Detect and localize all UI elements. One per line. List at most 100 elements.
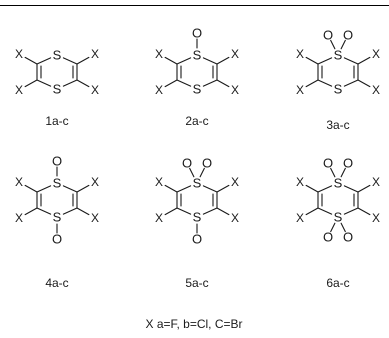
top-so-bond-right	[340, 39, 346, 50]
x-top-left-substituent: X	[15, 175, 23, 189]
sulfur-atom-bottom: S	[53, 82, 62, 97]
ring-bond-s4-c3	[176, 207, 192, 215]
x-top-left-substituent: X	[15, 47, 23, 61]
sulfur-atom-top: S	[193, 176, 202, 191]
x-top-right-substituent: X	[91, 175, 99, 189]
bottom-so-bond-left	[330, 222, 336, 233]
x-bottom-left-substituent: X	[15, 211, 23, 225]
top-oxygen-atom-right: O	[343, 28, 353, 43]
sulfur-atom-bottom: S	[334, 210, 343, 225]
top-so-bond-right	[340, 167, 346, 178]
x-bottom-right-bond	[216, 207, 230, 216]
x-bottom-right-substituent: X	[372, 211, 380, 225]
sulfur-atom-bottom: S	[193, 210, 202, 225]
x-top-right-bond	[76, 184, 90, 193]
ring-bond-s1-c6	[343, 185, 359, 193]
x-top-left-bond	[164, 56, 178, 65]
x-top-right-substituent: X	[372, 175, 380, 189]
x-bottom-right-substituent: X	[372, 83, 380, 97]
ring-bond-s1-c6	[62, 185, 78, 193]
ring-bond-s4-c3	[317, 79, 333, 87]
top-oxygen-atom: O	[192, 26, 202, 41]
x-top-left-bond	[24, 184, 38, 193]
sulfur-atom-top: S	[53, 176, 62, 191]
ring-bond-s1-c2	[176, 57, 192, 65]
top-oxygen-atom-left: O	[323, 28, 333, 43]
x-top-left-substituent: X	[155, 47, 163, 61]
sulfur-atom-bottom: S	[53, 210, 62, 225]
sulfur-atom-bottom: S	[334, 82, 343, 97]
x-top-right-bond	[216, 56, 230, 65]
x-bottom-right-bond	[76, 79, 90, 88]
x-bottom-left-substituent: X	[296, 83, 304, 97]
bottom-oxygen-atom-left: O	[323, 230, 333, 245]
x-top-left-substituent: X	[296, 175, 304, 189]
x-bottom-right-bond	[216, 79, 230, 88]
ring-bond-s1-c2	[36, 57, 52, 65]
x-top-right-substituent: X	[372, 47, 380, 61]
x-bottom-right-bond	[357, 207, 371, 216]
x-top-left-bond	[24, 56, 38, 65]
ring-bond-s4-c3	[317, 207, 333, 215]
compound-label-6: 6a-c	[326, 276, 350, 290]
top-so-bond-left	[330, 39, 336, 50]
x-bottom-left-bond	[164, 79, 178, 88]
x-bottom-right-substituent: X	[91, 83, 99, 97]
molecule-4: S S X X X X O O	[15, 154, 99, 247]
x-bottom-left-bond	[305, 207, 319, 216]
top-oxygen-atom-left: O	[182, 156, 192, 171]
x-top-left-substituent: X	[296, 47, 304, 61]
x-bottom-right-bond	[76, 207, 90, 216]
x-top-right-bond	[357, 184, 371, 193]
ring-bond-s1-c2	[176, 185, 192, 193]
bottom-oxygen-atom: O	[192, 232, 202, 247]
ring-bond-s4-c5	[62, 79, 78, 87]
top-oxygen-atom-right: O	[202, 156, 212, 171]
top-oxygen-atom-right: O	[343, 156, 353, 171]
ring-bond-s4-c5	[202, 79, 218, 87]
x-top-right-bond	[216, 184, 230, 193]
compound-label-5: 5a-c	[185, 276, 209, 290]
sulfur-atom-bottom: S	[193, 82, 202, 97]
substituent-legend: X a=F, b=Cl, C=Br	[145, 317, 243, 331]
top-so-bond-left	[330, 167, 336, 178]
x-top-right-bond	[357, 56, 371, 65]
top-oxygen-atom: O	[52, 154, 62, 169]
ring-bond-s1-c2	[317, 57, 333, 65]
x-bottom-left-bond	[24, 79, 38, 88]
compound-label-2: 2a-c	[185, 114, 209, 128]
x-bottom-left-bond	[164, 207, 178, 216]
sulfur-atom-top: S	[334, 48, 343, 63]
x-top-left-bond	[305, 184, 319, 193]
x-bottom-left-bond	[24, 207, 38, 216]
top-so-bond-left	[189, 167, 195, 178]
ring-bond-s4-c5	[202, 207, 218, 215]
x-bottom-left-substituent: X	[296, 211, 304, 225]
x-bottom-left-substituent: X	[155, 211, 163, 225]
ring-bond-s1-c6	[202, 57, 218, 65]
ring-bond-s1-c6	[62, 57, 78, 65]
bottom-so-bond-right	[340, 222, 346, 233]
x-bottom-right-substituent: X	[91, 211, 99, 225]
ring-bond-s4-c3	[36, 79, 52, 87]
top-so-bond-right	[199, 167, 205, 178]
ring-bond-s1-c2	[317, 185, 333, 193]
top-oxygen-atom-left: O	[323, 156, 333, 171]
x-bottom-left-bond	[305, 79, 319, 88]
ring-bond-s4-c5	[62, 207, 78, 215]
ring-bond-s1-c6	[343, 57, 359, 65]
ring-bond-s1-c6	[202, 185, 218, 193]
bottom-oxygen-atom: O	[52, 232, 62, 247]
sulfur-atom-top: S	[193, 48, 202, 63]
x-top-right-substituent: X	[231, 47, 239, 61]
x-bottom-right-bond	[357, 79, 371, 88]
x-top-left-bond	[164, 184, 178, 193]
x-top-left-bond	[305, 56, 319, 65]
compound-label-1: 1a-c	[45, 114, 69, 128]
sulfur-atom-top: S	[53, 48, 62, 63]
ring-bond-s4-c3	[176, 79, 192, 87]
ring-bond-s4-c3	[36, 207, 52, 215]
